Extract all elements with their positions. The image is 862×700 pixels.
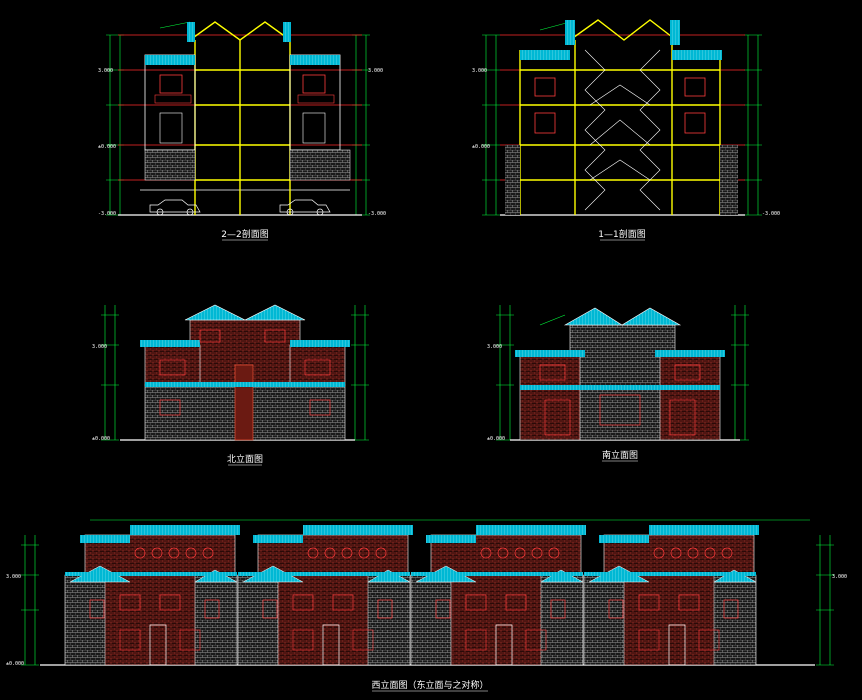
svg-text:±0.000: ±0.000 xyxy=(98,144,116,150)
svg-text:±0.000: ±0.000 xyxy=(472,144,490,150)
west-elevation-caption: 西立面图（东立面与之对称） xyxy=(371,679,488,691)
section-1-1-drawing: 3.000 ±0.000 -3.000 xyxy=(472,19,780,217)
svg-text:-3.000: -3.000 xyxy=(98,211,116,217)
svg-text:3.000: 3.000 xyxy=(92,344,107,350)
svg-text:-3.000: -3.000 xyxy=(368,211,386,217)
section-2-2-caption: 2—2剖面图 xyxy=(221,228,268,240)
svg-text:-3.000: -3.000 xyxy=(762,211,780,217)
row-house-units xyxy=(64,525,759,666)
north-elevation-caption: 北立面图 xyxy=(227,453,263,465)
svg-text:±0.000: ±0.000 xyxy=(92,436,110,442)
section-2-2-drawing: 3.000 ±0.000 -3.000 3.000 -3.000 xyxy=(98,21,386,217)
south-elevation-caption: 南立面图 xyxy=(602,449,638,461)
svg-text:3.000: 3.000 xyxy=(487,344,502,350)
svg-text:3.000: 3.000 xyxy=(368,68,383,74)
svg-text:3.000: 3.000 xyxy=(832,574,847,580)
svg-text:3.000: 3.000 xyxy=(6,574,21,580)
west-elevation-drawing: 3.000 ±0.000 3.000 xyxy=(6,519,847,667)
svg-text:3.000: 3.000 xyxy=(472,68,487,74)
svg-text:3.000: 3.000 xyxy=(98,68,113,74)
north-elevation-drawing: 3.000 ±0.000 xyxy=(92,304,369,442)
section-1-1-caption: 1—1剖面图 xyxy=(598,228,645,240)
svg-text:±0.000: ±0.000 xyxy=(487,436,505,442)
south-elevation-drawing: 3.000 ±0.000 xyxy=(487,305,749,442)
svg-text:±0.000: ±0.000 xyxy=(6,661,24,667)
